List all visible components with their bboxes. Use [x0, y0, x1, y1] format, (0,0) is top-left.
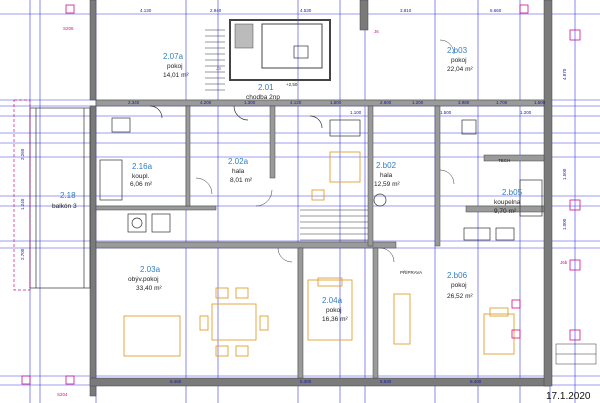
bathroom-fixtures: [99, 45, 543, 241]
svg-text:1.500: 1.500: [440, 110, 452, 115]
legend-box: [555, 343, 597, 365]
svg-text:5.300: 5.300: [300, 379, 312, 384]
svg-text:1.000: 1.000: [562, 218, 567, 230]
svg-text:1.200: 1.200: [520, 110, 532, 115]
svg-text:1.240: 1.240: [20, 198, 25, 210]
room-area: 9,70 m²: [494, 208, 517, 215]
svg-text:1.100: 1.100: [350, 110, 362, 115]
room-id: 2.16a: [132, 162, 153, 171]
room-area: 26,52 m²: [447, 293, 473, 300]
svg-text:1.500: 1.500: [534, 100, 546, 105]
svg-text:2.940: 2.940: [210, 8, 222, 13]
svg-text:2.700: 2.700: [20, 248, 25, 260]
s204-label: S204: [57, 392, 68, 397]
room-name: koupl.: [132, 173, 150, 180]
room-id: 2.02a: [228, 157, 249, 166]
room-id: 2.04a: [322, 296, 343, 305]
room-area: 12,59 m²: [374, 181, 400, 188]
room-name: obýv.pokoj: [128, 276, 159, 283]
svg-text:4.120: 4.120: [290, 100, 302, 105]
room-id: 2.01: [258, 83, 274, 92]
room-id: 2.18: [60, 191, 76, 200]
room-name: pokoj: [167, 63, 183, 70]
room-area: 8,01 m²: [230, 177, 253, 184]
room-id: 2.b05: [502, 188, 523, 197]
markers: [21, 4, 581, 385]
svg-text:6.460: 6.460: [170, 379, 182, 384]
room-area: 33,40 m²: [136, 285, 162, 292]
s206-label: S206: [63, 26, 74, 31]
room-id: 2.03a: [140, 265, 161, 274]
svg-text:1.500: 1.500: [562, 168, 567, 180]
svg-text:2.260: 2.260: [20, 148, 25, 160]
dimensions-bottom: 6.460 5.300 5.830 5.400: [170, 379, 482, 384]
svg-text:4.200: 4.200: [200, 100, 212, 105]
room-area: 16,36 m²: [322, 316, 348, 323]
j6b-label: J6b: [560, 260, 568, 265]
room-id: 2.b06: [447, 271, 468, 280]
room-area: 6,06 m²: [130, 181, 153, 188]
dimensions-left: 2.260 1.240 2.700: [20, 148, 25, 260]
misc-labels: PŘÍPRAVA TECH +2,50 S206 S204 J6 J6b J3: [57, 26, 568, 397]
room-area: 22,04 m²: [447, 66, 473, 73]
door-swings: [195, 39, 455, 263]
room-id: 2.b03: [447, 46, 468, 55]
room-labels: 2.07a pokoj 14,01 m² 2.01 chodba 2np 2.b…: [52, 46, 523, 323]
room-id: 2.07a: [163, 52, 184, 61]
stair-area-label: +2,50: [286, 82, 298, 87]
j3-label: J3: [216, 66, 221, 71]
room-name: hala: [380, 172, 393, 179]
room-name: hala: [232, 168, 245, 175]
svg-text:3.810: 3.810: [400, 8, 412, 13]
svg-text:5.830: 5.830: [380, 379, 392, 384]
svg-text:2.340: 2.340: [128, 100, 140, 105]
walls: [89, 0, 553, 397]
room-name: chodba 2np: [246, 94, 280, 101]
svg-text:1.700: 1.700: [496, 100, 508, 105]
svg-text:1.500: 1.500: [330, 100, 342, 105]
svg-text:4.870: 4.870: [562, 68, 567, 80]
dimensions-top: 4.130 2.940 4.530 3.810 5.660: [140, 8, 502, 13]
tech-label: TECH: [498, 158, 510, 163]
svg-text:1.300: 1.300: [244, 100, 256, 105]
dimensions-right: 4.870 1.500 1.000: [562, 68, 567, 230]
dimensions-mid: 2.340 4.200 1.300 4.120 1.500 1.100 2.60…: [128, 100, 546, 115]
room-name: balkón 3: [52, 203, 77, 210]
room-area: 14,01 m²: [163, 72, 189, 79]
svg-text:2.600: 2.600: [380, 100, 392, 105]
svg-text:1.200: 1.200: [412, 100, 424, 105]
room-name: pokoj: [451, 57, 467, 64]
svg-text:3.980: 3.980: [458, 100, 470, 105]
room-id: 2.b02: [376, 161, 397, 170]
room-name: pokoj: [326, 307, 342, 314]
balcony: [13, 99, 91, 291]
svg-text:5.660: 5.660: [490, 8, 502, 13]
room-name: koupelna: [494, 199, 521, 206]
furniture: [123, 151, 515, 357]
pripravna-label: PŘÍPRAVA: [400, 268, 422, 275]
j6-label: J6: [374, 29, 379, 34]
svg-text:4.530: 4.530: [300, 8, 312, 13]
svg-text:5.400: 5.400: [470, 379, 482, 384]
svg-text:4.130: 4.130: [140, 8, 152, 13]
drawing-date: 17.1.2020: [546, 391, 591, 402]
stairs: [205, 29, 225, 91]
room-name: pokoj: [451, 282, 467, 289]
stairs-lower: [300, 209, 368, 241]
